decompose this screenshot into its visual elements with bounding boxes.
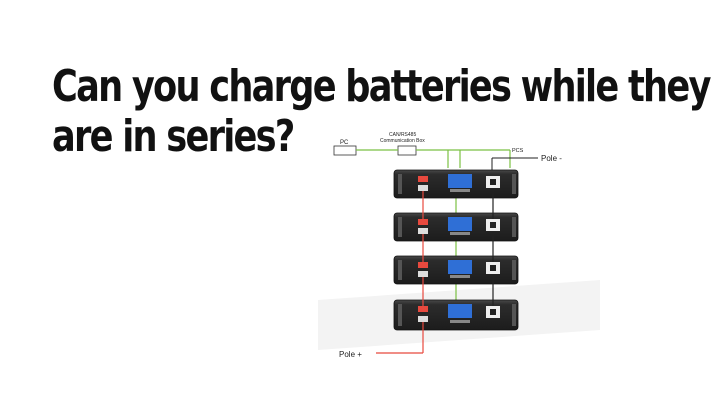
battery-module-4 bbox=[393, 299, 519, 331]
pc-box: PC bbox=[333, 140, 357, 156]
positive-terminal bbox=[418, 262, 428, 268]
bms-display bbox=[448, 304, 472, 318]
bms-display bbox=[448, 174, 472, 188]
battery-module-3 bbox=[393, 255, 519, 285]
pole-positive: Pole + bbox=[339, 350, 423, 359]
headline-line-2: are in series? bbox=[52, 111, 295, 162]
pole-positive-label: Pole + bbox=[339, 350, 362, 359]
pcs-label: PCS bbox=[512, 148, 524, 154]
positive-terminal bbox=[418, 176, 428, 182]
pole-negative: Pole - bbox=[491, 154, 562, 172]
communication-box: CAN/RS485 Communication Box bbox=[380, 132, 425, 156]
positive-terminal bbox=[418, 306, 428, 312]
pole-negative-label: Pole - bbox=[541, 154, 562, 163]
pc-label: PC bbox=[340, 140, 349, 146]
bms-display bbox=[448, 217, 472, 231]
battery-module-2 bbox=[393, 212, 519, 242]
comm-box-label-2: Communication Box bbox=[380, 138, 425, 144]
battery-module-1 bbox=[393, 169, 519, 199]
positive-terminal bbox=[418, 219, 428, 225]
bms-display bbox=[448, 260, 472, 274]
comm-box-label-1: CAN/RS485 bbox=[389, 132, 416, 138]
